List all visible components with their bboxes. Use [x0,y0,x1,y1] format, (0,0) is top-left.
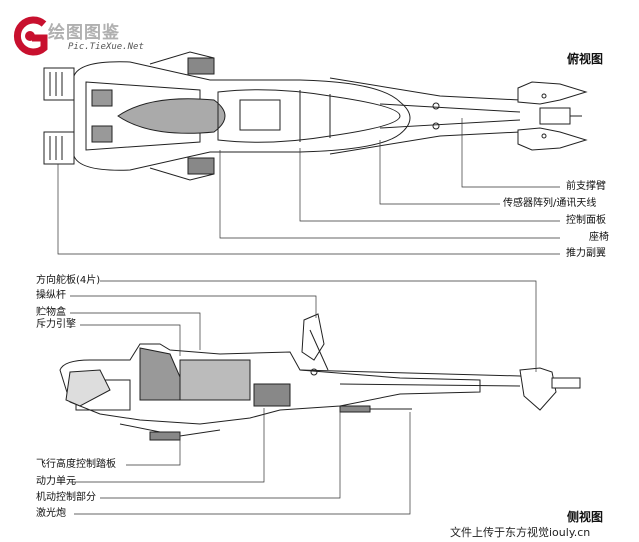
top-view-title: 俯视图 [567,52,604,66]
label-seat: 座椅 [589,232,609,243]
side-view-speeder [59,313,581,441]
footer-watermark: 文件上传于东方视觉iouly.cn [450,524,591,540]
label-altitude-pedal: 飞行高度控制踏板 [36,459,116,470]
logo-url: Pic.TieXue.Net [68,42,144,52]
label-laser-cannon: 激光炮 [36,508,66,519]
label-steering-vanes: 方向舵板(4片) [36,275,101,286]
side-view-leaders [70,280,537,515]
label-control-panel: 控制面板 [566,215,606,226]
logo-text: 绘图图鉴 [48,23,120,43]
label-control-stick: 操纵杆 [36,290,66,301]
label-front-support-arm: 前支撑臂 [566,181,606,192]
top-view-leaders [57,118,560,255]
label-sensor-array: 传感器阵列/通讯天线 [503,198,597,209]
label-repulsor-engine: 斥力引擎 [36,319,76,330]
top-view-speeder [43,51,588,181]
watermark-logo: 绘图图鉴 Pic.TieXue.Net [10,14,160,60]
label-power-unit: 动力单元 [36,476,76,487]
label-storage-box: 贮物盒 [36,307,66,318]
label-thrust-vanes: 推力副翼 [566,248,606,259]
side-view-title: 侧视图 [567,510,604,524]
logo-g-icon [13,16,48,56]
label-maneuver-control: 机动控制部分 [36,492,96,503]
